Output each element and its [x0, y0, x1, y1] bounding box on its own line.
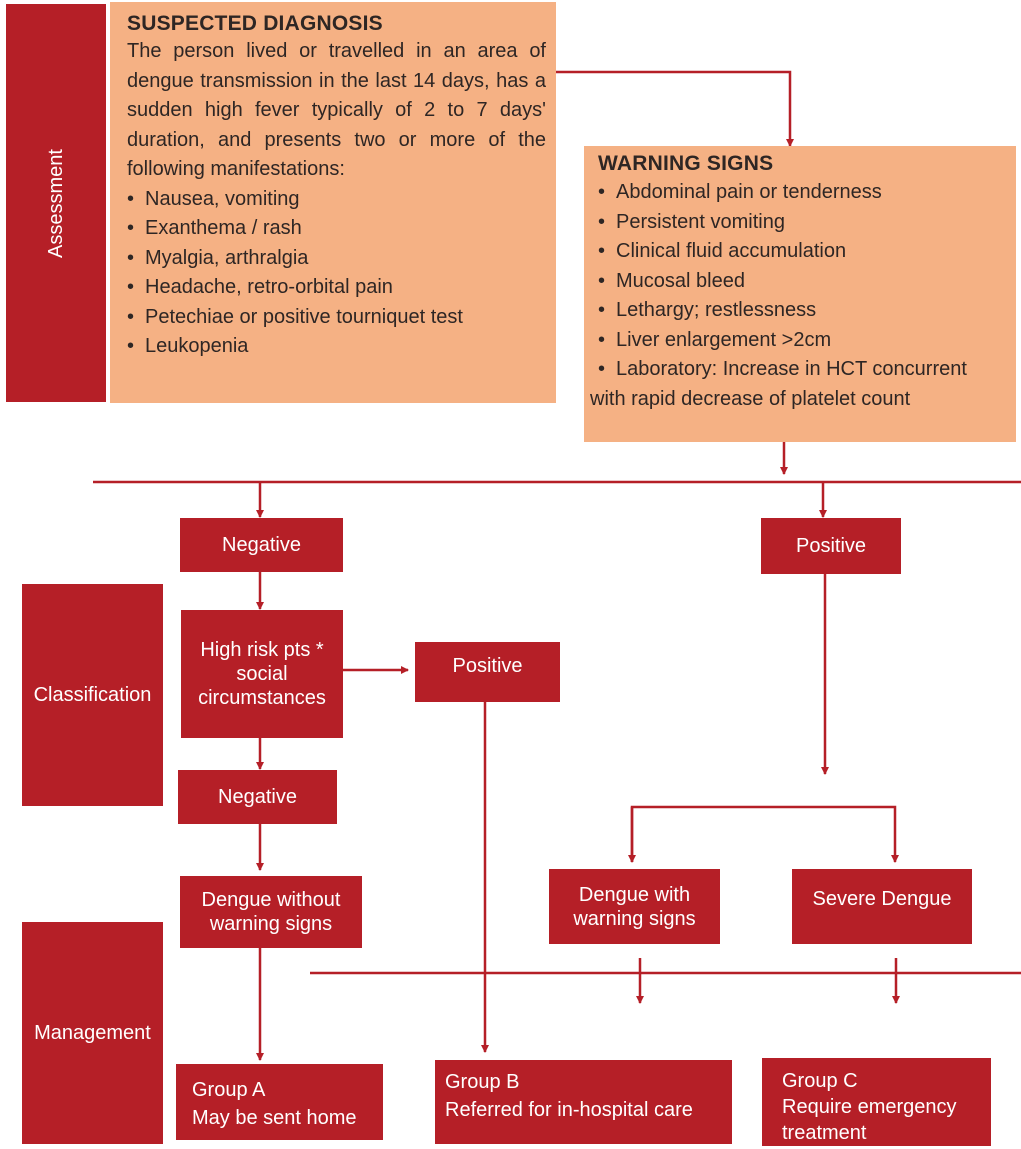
list-item: Leukopenia	[127, 332, 546, 362]
management-label: Management	[22, 922, 163, 1144]
dengue-without-warning-node: Dengue without warning signs	[180, 876, 362, 948]
positive-node-mid-text: Positive	[452, 655, 523, 677]
management-label-text: Management	[34, 1022, 151, 1044]
classification-label-text: Classification	[33, 684, 152, 706]
arrow-suspected-to-warning	[556, 70, 794, 147]
dengue-with-warning-line-2: warning signs	[573, 907, 696, 930]
list-item: Nausea, vomiting	[127, 185, 546, 215]
dengue-with-warning-node: Dengue with warning signs	[549, 869, 720, 944]
group-c-desc-line-1: Require emergency	[782, 1096, 957, 1118]
group-b-title: Group B	[445, 1071, 520, 1093]
warning-signs-box: WARNING SIGNS Abdominal pain or tenderne…	[584, 146, 1016, 442]
negative-node-2: Negative	[178, 770, 337, 824]
group-b-box: Group B Referred for in-hospital care	[435, 1060, 732, 1144]
list-item: Laboratory: Increase in HCT concurrent	[598, 355, 1008, 385]
suspected-diagnosis-intro: The person lived or travelled in an area…	[127, 40, 546, 180]
warning-signs-continuation: with rapid decrease of platelet count	[590, 387, 911, 410]
assessment-label: Assessment	[6, 4, 106, 402]
list-item: Headache, retro-orbital pain	[127, 273, 546, 303]
group-c-box: Group C Require emergency treatment	[762, 1058, 991, 1146]
list-item: Myalgia, arthralgia	[127, 244, 546, 274]
list-item: Abdominal pain or tenderness	[598, 178, 1008, 208]
warning-signs-list: Abdominal pain or tenderness Persistent …	[598, 178, 1008, 385]
group-a-desc: May be sent home	[192, 1107, 357, 1129]
group-b-desc: Referred for in-hospital care	[445, 1099, 693, 1121]
high-risk-line-3: circumstances	[198, 687, 326, 709]
suspected-diagnosis-box: SUSPECTED DIAGNOSIS The person lived or …	[110, 2, 556, 403]
positive-node-right-text: Positive	[795, 535, 867, 557]
list-item: Liver enlargement >2cm	[598, 326, 1008, 356]
severe-dengue-node: Severe Dengue	[792, 869, 972, 944]
negative-node: Negative	[180, 518, 343, 572]
list-item: Lethargy; restlessness	[598, 296, 1008, 326]
list-item: Petechiae or positive tourniquet test	[127, 303, 546, 333]
severe-dengue-text: Severe Dengue	[812, 888, 952, 910]
classification-label: Classification	[22, 584, 163, 806]
positive-node-mid: Positive	[415, 642, 560, 702]
branch-line	[630, 805, 899, 863]
group-c-title: Group C	[782, 1070, 858, 1092]
group-c-desc-line-2: treatment	[782, 1122, 867, 1144]
group-a-title: Group A	[192, 1079, 266, 1101]
positive-node-right: Positive	[761, 518, 901, 574]
dengue-without-warning-line-1: Dengue without	[201, 889, 341, 911]
manifestations-list: Nausea, vomiting Exanthema / rash Myalgi…	[127, 185, 546, 362]
list-item: Clinical fluid accumulation	[598, 237, 1008, 267]
list-item: Exanthema / rash	[127, 214, 546, 244]
negative-node-2-text: Negative	[218, 786, 297, 808]
list-item: Mucosal bleed	[598, 267, 1008, 297]
high-risk-line-1: High risk pts *	[200, 639, 324, 661]
group-a-box: Group A May be sent home	[176, 1064, 383, 1140]
high-risk-line-2: social	[236, 663, 288, 685]
assessment-label-text: Assessment	[45, 148, 67, 258]
list-item: Persistent vomiting	[598, 208, 1008, 238]
warning-signs-title: WARNING SIGNS	[598, 152, 774, 175]
high-risk-node: High risk pts * social circumstances	[181, 610, 343, 738]
dengue-without-warning-line-2: warning signs	[209, 913, 333, 935]
suspected-diagnosis-title: SUSPECTED DIAGNOSIS	[127, 12, 383, 35]
dengue-with-warning-line-1: Dengue with	[578, 883, 691, 906]
negative-node-text: Negative	[222, 534, 301, 556]
